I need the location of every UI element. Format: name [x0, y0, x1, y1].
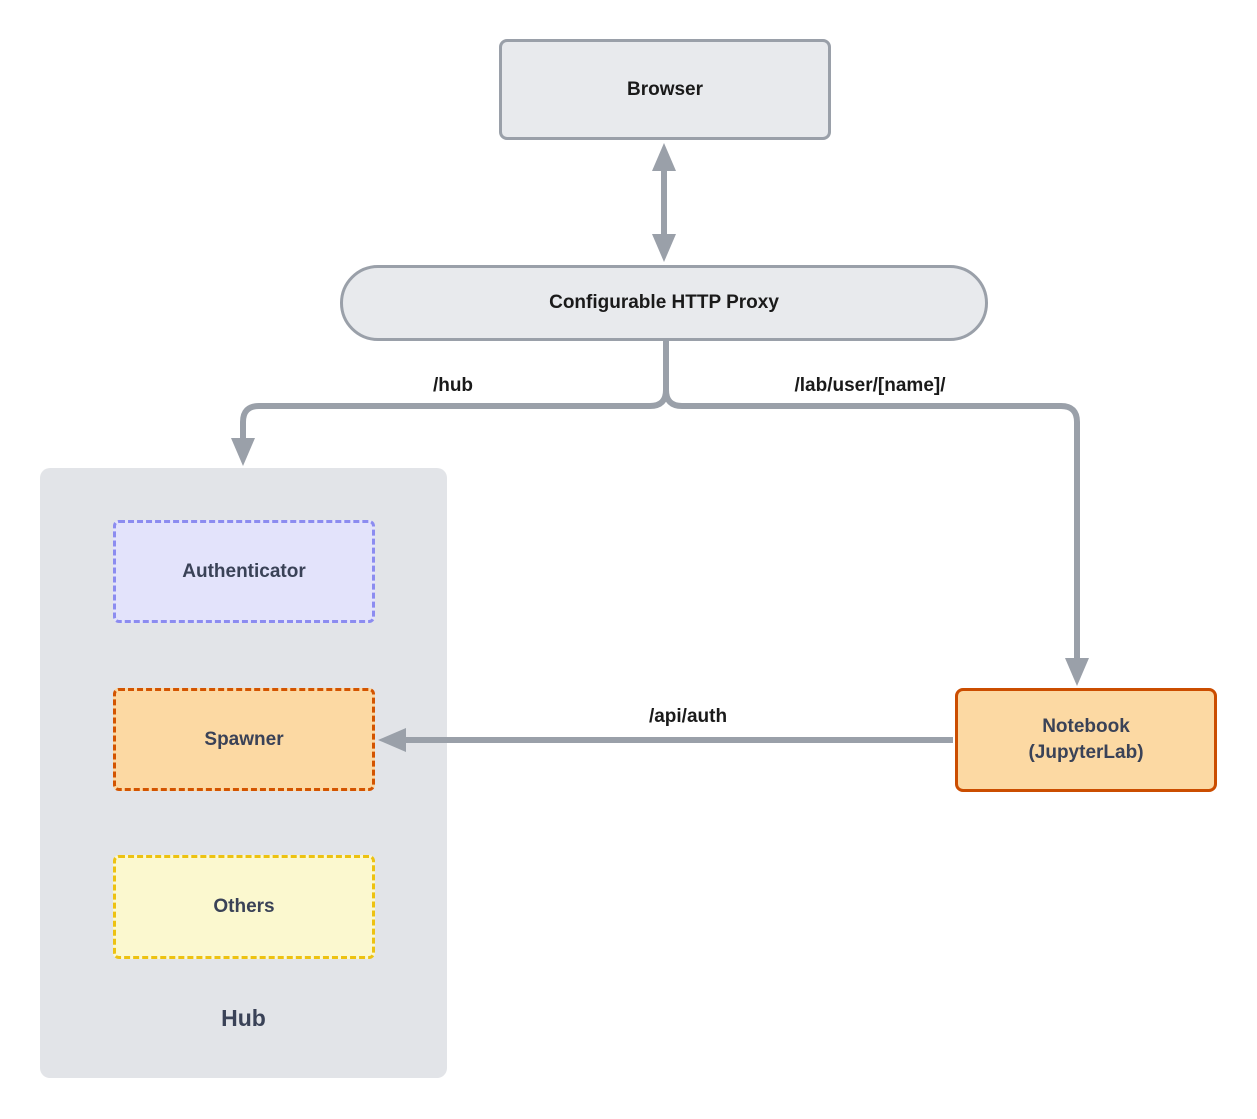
- node-notebook: Notebook (JupyterLab): [955, 688, 1217, 792]
- node-others-label: Others: [213, 896, 275, 917]
- node-authenticator: Authenticator: [113, 520, 375, 623]
- node-spawner: Spawner: [113, 688, 375, 791]
- node-authenticator-label: Authenticator: [182, 560, 306, 582]
- edge-proxy-notebook: [663, 341, 1089, 686]
- arrowhead-down-icon: [1065, 658, 1089, 686]
- edge-label-hub-route: /hub: [432, 375, 474, 396]
- edge-proxy-notebook-line: [663, 341, 1080, 660]
- arrowhead-down-icon: [652, 234, 676, 262]
- node-browser-label: Browser: [626, 78, 704, 100]
- arrowhead-up-icon: [652, 143, 676, 171]
- edge-notebook-spawner: [378, 728, 953, 752]
- node-spawner-label: Spawner: [204, 728, 284, 750]
- arrowhead-down-icon: [231, 438, 255, 466]
- arrowhead-left-icon: [378, 728, 406, 752]
- node-hub: Authenticator Spawner Others Hub: [40, 468, 447, 1078]
- node-notebook-label-line2: (JupyterLab): [1028, 742, 1144, 763]
- node-notebook-label-line1: Notebook: [1042, 716, 1130, 738]
- node-others: Others: [113, 855, 375, 959]
- edge-browser-proxy: [652, 143, 676, 262]
- node-hub-label: Hub: [221, 1005, 266, 1031]
- edge-label-lab-route: /lab/user/[name]/: [794, 375, 946, 396]
- node-proxy-label: Configurable HTTP Proxy: [549, 292, 779, 313]
- edge-proxy-hub: [231, 341, 669, 466]
- node-browser: Browser: [499, 39, 831, 140]
- node-proxy: Configurable HTTP Proxy: [340, 265, 988, 341]
- edge-label-api-auth: /api/auth: [648, 706, 728, 727]
